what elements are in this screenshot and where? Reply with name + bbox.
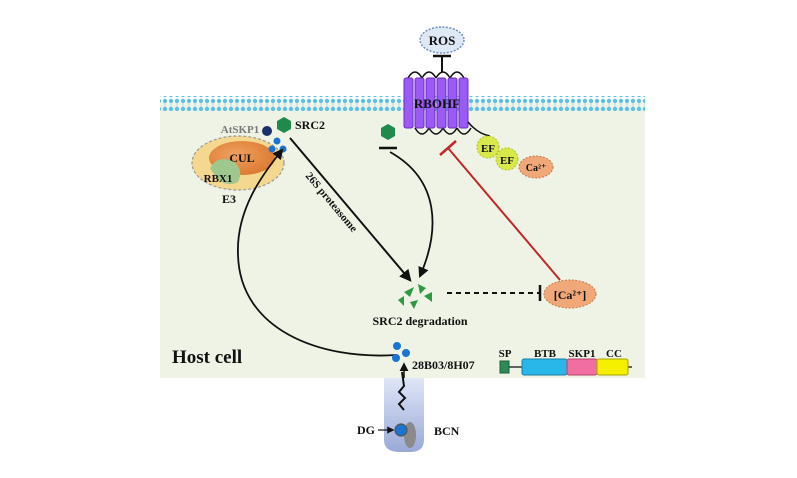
ef-hand-domains: EF EF Ca²⁺ (476, 135, 554, 179)
domain-skp1-label: SKP1 (569, 348, 596, 360)
e3-label: E3 (222, 192, 236, 206)
bcn-label: BCN (434, 424, 460, 438)
dg-label: DG (357, 423, 375, 437)
domain-cc-label: CC (606, 348, 622, 360)
calcium-rbohf-inhibition-bar (439, 140, 457, 156)
effector-delivery-arrow (237, 148, 397, 357)
ros-label: ROS (429, 33, 456, 48)
domain-cc-box (596, 358, 629, 376)
cul-label: CUL (229, 151, 254, 165)
calcium-small-label: Ca²⁺ (526, 163, 547, 174)
effector-dot-2 (402, 349, 410, 357)
host-cell-label: Host cell (172, 347, 242, 368)
effector-dot-near-e3-1 (273, 137, 281, 145)
calcium-rbohf-inhibition (447, 147, 561, 281)
ros-node: ROS (419, 26, 465, 54)
effector-dot-1 (393, 342, 401, 350)
atskp1-dot (262, 126, 272, 136)
e3-ligase-complex: CUL RBX1 E3 (191, 135, 285, 206)
domain-architecture: SP BTB SKP1 CC (499, 348, 632, 376)
effector-label: 28B03/8H07 (412, 358, 475, 372)
ef1-label: EF (481, 143, 495, 155)
src2-label: SRC2 (295, 118, 325, 132)
src2-release-arrow (389, 151, 434, 278)
effector-dot-3 (392, 354, 400, 362)
proteasome-degradation-arrow (289, 137, 412, 282)
hexagon-src2-icon-2 (381, 124, 395, 140)
plasma-membrane (160, 96, 645, 111)
domain-skp1-box (566, 358, 598, 376)
hexagon-src2-icon (277, 117, 291, 133)
domain-sp-label: SP (499, 348, 512, 360)
effector-dot-near-e3-3 (268, 145, 276, 153)
rbx1-label: RBX1 (204, 173, 233, 185)
domain-btb-box (521, 358, 568, 376)
domain-sp-box (499, 360, 510, 374)
ef2-label: EF (500, 155, 514, 167)
calcium-box-label: [Ca²⁺] (554, 288, 587, 302)
atskp1-label: AtSKP1 (221, 124, 260, 136)
calcium-concentration-node (543, 279, 597, 309)
degraded-fragments-icon (398, 284, 432, 309)
rbohf-label: RBOHF (414, 96, 460, 111)
rbohf-protein: RBOHF (403, 71, 491, 137)
domain-btb-label: BTB (534, 348, 557, 360)
degradation-label: SRC2 degradation (372, 314, 467, 328)
